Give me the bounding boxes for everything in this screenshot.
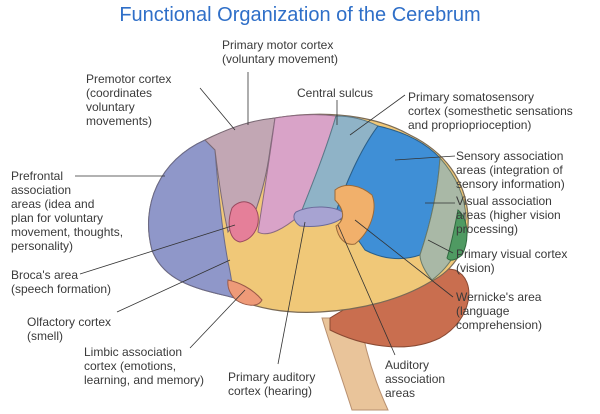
region-wernicke (334, 184, 375, 245)
label-central-sulcus: Central sulcus (297, 86, 374, 100)
region-broca (228, 201, 259, 243)
label-wernicke: Wernicke's area(language comprehension) (456, 290, 543, 332)
label-primary-motor: Primary motor cortex(voluntary movement) (222, 38, 339, 66)
region-prefrontal (148, 139, 236, 299)
region-primary-auditory (293, 206, 346, 227)
diagram-title: Functional Organization of the Cerebrum (119, 4, 481, 26)
label-primary-visual: Primary visual cortex(vision) (456, 247, 568, 275)
leader-lines (75, 72, 456, 365)
label-olfactory: Olfactory cortex(smell) (27, 315, 112, 343)
region-primary-visual (446, 209, 468, 261)
label-broca: Broca's area(speech formation) (11, 268, 112, 296)
